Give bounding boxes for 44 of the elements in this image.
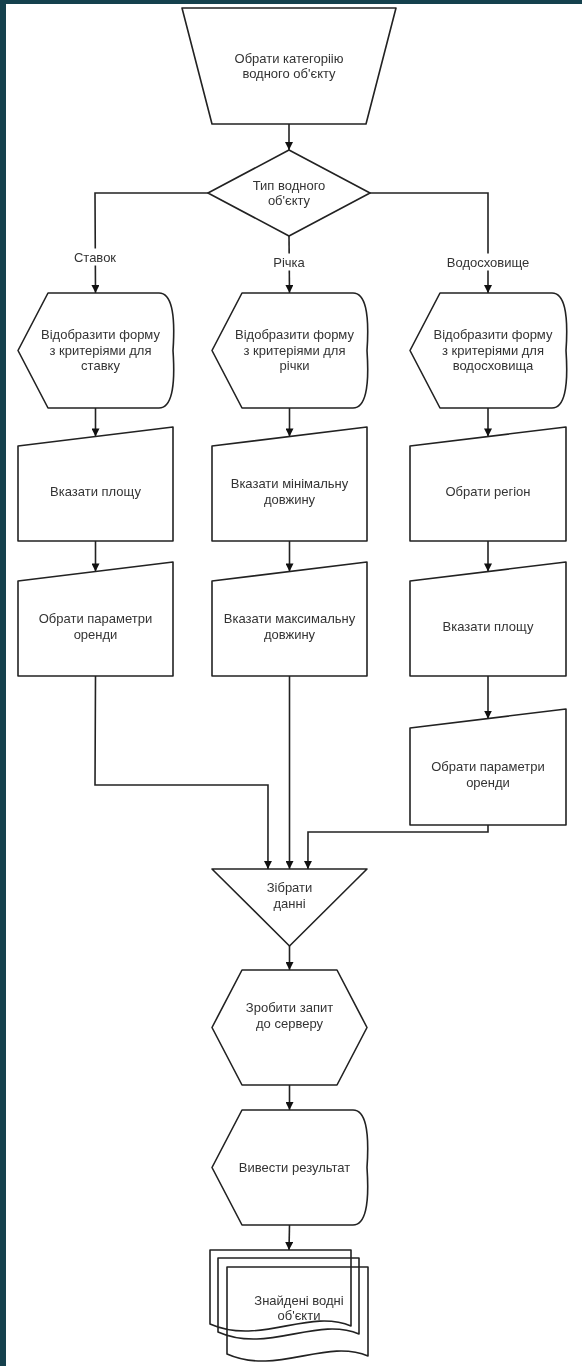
- node-label: Вказати максимальну довжину: [222, 611, 357, 642]
- arrow: [94, 675, 272, 870]
- arrow: [285, 1084, 294, 1111]
- arrow: [285, 945, 294, 971]
- manual-input-shape: [212, 562, 367, 676]
- manual-input-shape: [410, 562, 566, 676]
- manual-input-shape: [18, 562, 173, 676]
- node-label: Вказати площу: [442, 618, 534, 635]
- node-label: Вказати площу: [50, 483, 141, 500]
- node-label: Відобразити форму з критеріями для ставку: [40, 327, 161, 374]
- arrow: [285, 1224, 294, 1251]
- node-label: Тип водного об'єкту: [251, 177, 327, 209]
- arrow: [303, 824, 489, 870]
- arrow: [484, 540, 492, 573]
- node-label: Обрати параметри оренди: [430, 759, 546, 790]
- arrow: [484, 407, 492, 438]
- merge-triangle: [212, 869, 367, 946]
- node-label: Обрати категоріію водного об'єкту: [233, 50, 345, 82]
- node-label: Знайдені водні об'єкти: [253, 1292, 345, 1324]
- manual-input-shape: [410, 709, 566, 825]
- node-label: Вивести результат: [238, 1159, 351, 1176]
- node-label: Відобразити форму з критеріями для водосховища: [432, 327, 554, 374]
- node-label: Обрати параметри оренди: [37, 611, 154, 642]
- node-label: Обрати регіон: [445, 483, 531, 500]
- manual-input-shape: [410, 427, 566, 541]
- arrow: [91, 540, 100, 573]
- arrow: [285, 675, 294, 870]
- node-label: Зробити запит до серверу: [244, 1000, 335, 1031]
- manual-input-shape: [212, 427, 367, 541]
- arrow: [285, 540, 294, 573]
- decision-diamond: [208, 150, 370, 236]
- arrow: [369, 192, 492, 294]
- node-label: Зібрати данні: [265, 880, 314, 911]
- arrow: [91, 407, 100, 438]
- arrow: [484, 675, 492, 720]
- arrow: [285, 123, 293, 151]
- node-label: Відобразити форму з критеріями для річки: [234, 327, 355, 374]
- manual-input-shape: [18, 427, 173, 541]
- manual-operation-trapezoid: [182, 8, 396, 124]
- preparation-hexagon: [212, 970, 367, 1085]
- arrow: [91, 192, 209, 294]
- arrow: [285, 407, 294, 438]
- node-label: Вказати мінімальну довжину: [229, 476, 350, 507]
- multi-document-shape: [210, 1250, 368, 1364]
